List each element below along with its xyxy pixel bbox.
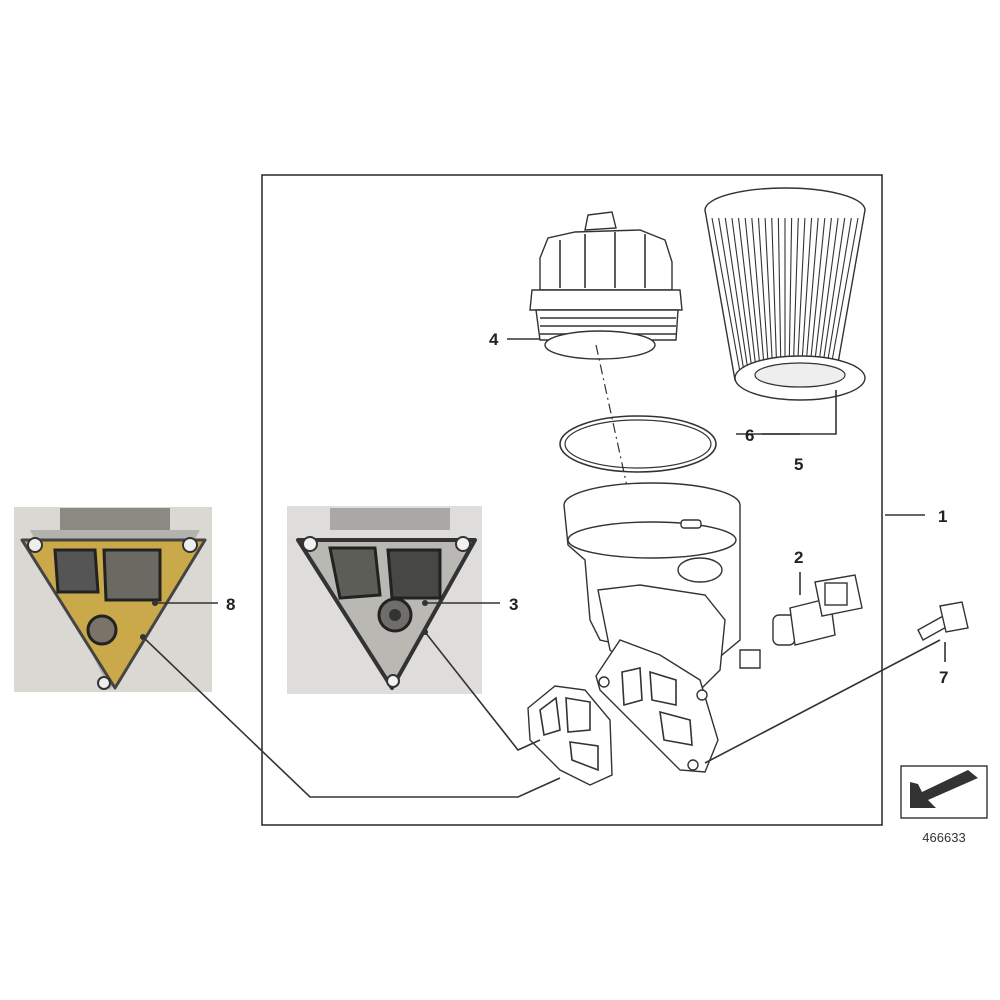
filter-pleat — [771, 217, 778, 373]
bolt-icon — [917, 601, 969, 641]
gasket-icon — [527, 685, 613, 786]
callout-3: 3 — [509, 595, 518, 614]
filter-pleat — [724, 217, 749, 373]
filter-pleat — [751, 217, 766, 373]
filter-pleat — [792, 217, 799, 373]
filter-pleat — [800, 217, 813, 373]
filter-pleat — [821, 217, 846, 373]
filter-pleat — [731, 217, 753, 373]
filter-pleat — [788, 217, 793, 373]
filter-pleat — [817, 217, 839, 373]
oil-filter-cap-icon — [529, 211, 683, 360]
filter-pleat — [744, 217, 762, 373]
callout-6: 6 — [745, 426, 754, 445]
filter-pleat — [777, 217, 782, 373]
callout-1: 1 — [938, 507, 947, 526]
gasket-photo-8 — [14, 507, 212, 692]
filter-pleat — [808, 217, 826, 373]
leader-lines — [140, 338, 946, 798]
callout-5: 5 — [794, 455, 803, 474]
filter-pleat — [718, 217, 745, 373]
filter-pleat — [804, 217, 819, 373]
oil-pressure-sensor-icon — [772, 574, 863, 646]
oil-filter-element-icon — [704, 187, 866, 401]
assembly-frame — [261, 174, 883, 826]
callout-2: 2 — [794, 548, 803, 567]
callout-4: 4 — [489, 330, 499, 349]
direction-arrow-icon — [900, 765, 988, 819]
filter-pleat — [796, 217, 806, 373]
gasket-photo-3 — [287, 506, 482, 694]
assembly-axis — [595, 344, 631, 501]
filter-pleat — [711, 217, 741, 373]
o-ring-icon — [559, 415, 717, 473]
oil-filter-housing-icon — [563, 482, 761, 773]
filter-pleat — [757, 217, 770, 373]
filter-pleat — [813, 217, 833, 373]
filter-pleat — [829, 217, 859, 373]
callout-8: 8 — [226, 595, 235, 614]
filter-pleat — [764, 217, 774, 373]
filter-pleat — [737, 217, 757, 373]
filter-pleat — [825, 217, 852, 373]
diagram-reference-number: 466633 — [922, 830, 965, 845]
callout-7: 7 — [939, 668, 948, 687]
